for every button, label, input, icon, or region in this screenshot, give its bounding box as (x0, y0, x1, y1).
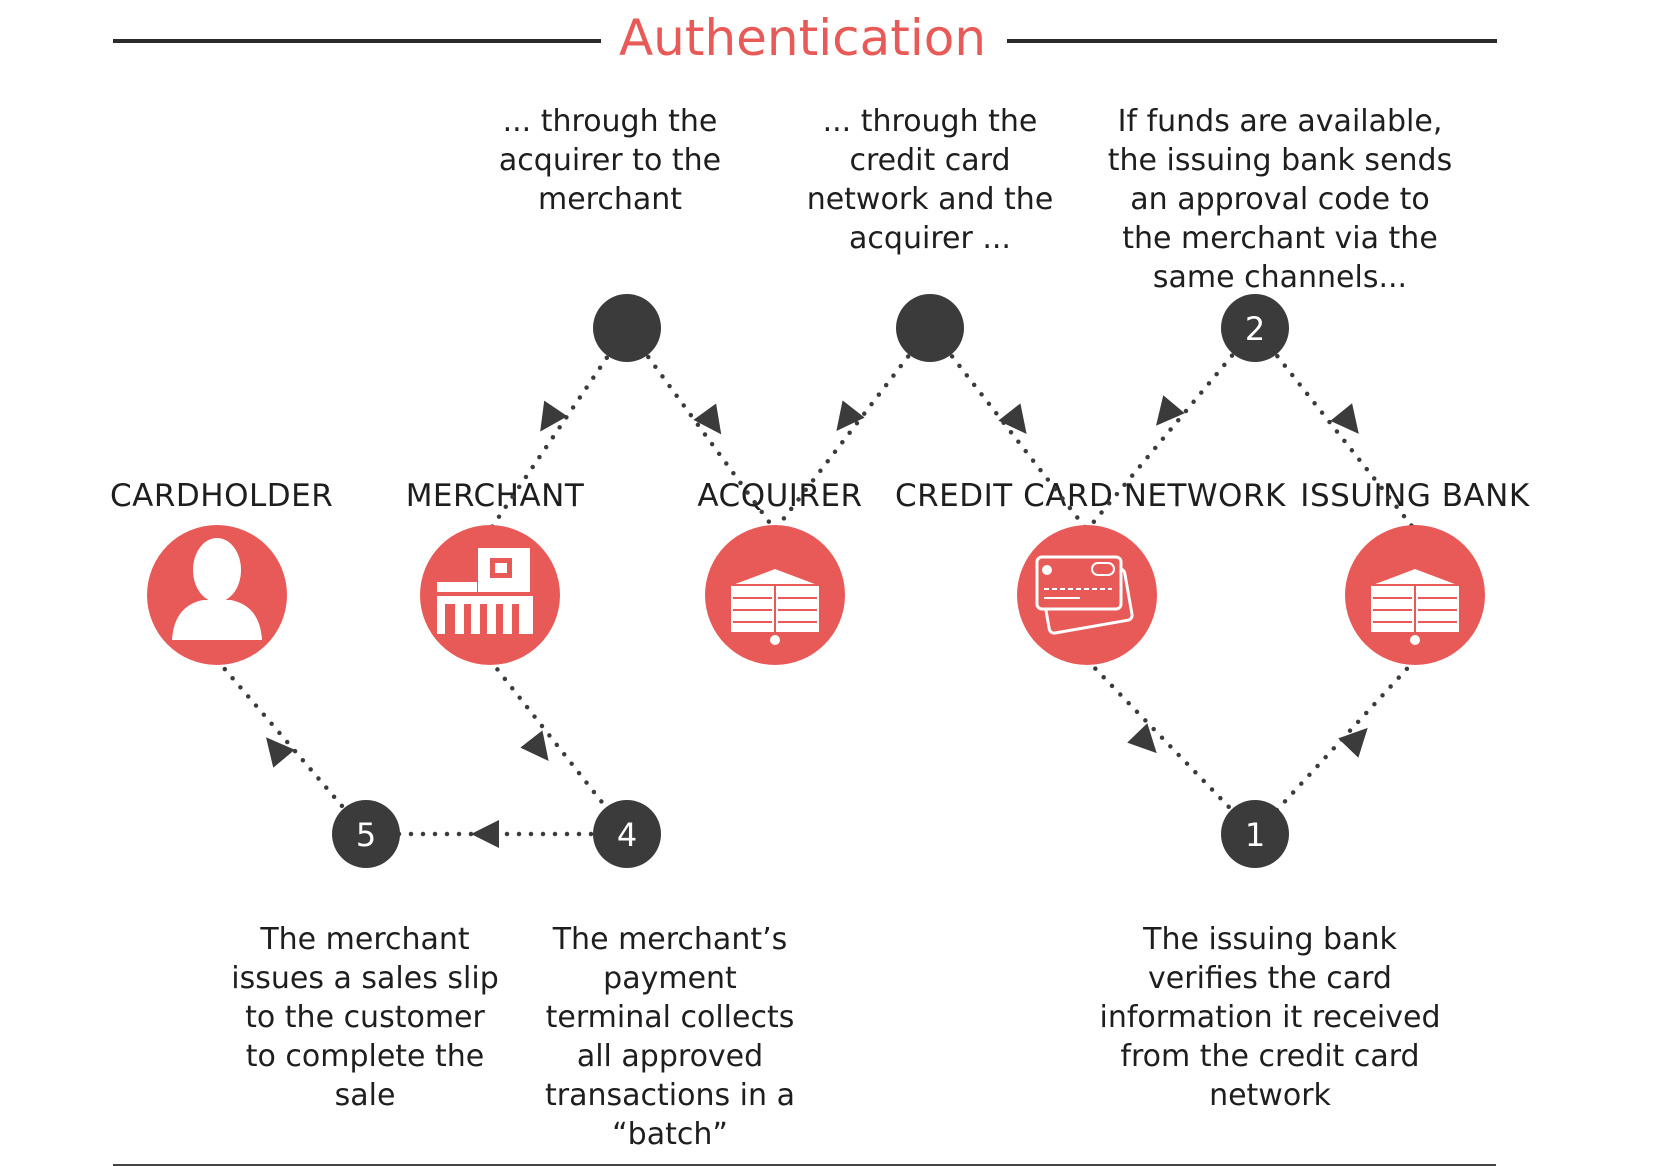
label-issuing-bank: ISSUING BANK (1300, 478, 1530, 514)
caption-step-network-to-acquirer: ... through the credit card network and … (806, 104, 1054, 256)
arrow-icon (540, 400, 568, 432)
title-rule-right (1007, 39, 1497, 43)
person-icon (172, 538, 262, 640)
arrow-icon (1338, 727, 1368, 758)
connector-step2-to-issuing-bank (1252, 325, 1418, 533)
credit-card-icon (1035, 555, 1134, 635)
step-number-4: 4 (617, 816, 637, 854)
label-acquirer: ACQUIRER (697, 478, 863, 514)
arrow-icon (998, 403, 1027, 435)
acquirer-node (705, 525, 845, 665)
step-node-2: 2 (1221, 294, 1289, 362)
diagram-title: Authentication (618, 9, 987, 67)
cardholder-node (147, 525, 287, 665)
step-node-4: 4 (593, 800, 661, 868)
step-number-1: 1 (1245, 816, 1265, 854)
connector-step2-to-network (1084, 325, 1258, 533)
merchant-node (420, 525, 560, 665)
step-node-acquirer-to-merchant (593, 294, 661, 362)
arrow-icon (1127, 723, 1157, 754)
arrow-icon (693, 403, 722, 435)
bank-servers-icon (1367, 566, 1463, 647)
arrow-icon (1330, 403, 1359, 434)
arrow-icon (836, 400, 865, 432)
bottom-rule (113, 1164, 1496, 1166)
connector-top2-to-acquirer (772, 325, 933, 533)
caption-step-1: The issuing bank verifies the card infor… (1099, 922, 1441, 1113)
issuing-bank-node (1345, 525, 1485, 665)
step-number-5: 5 (356, 816, 376, 854)
bank-servers-icon (727, 566, 823, 647)
caption-step-2: If funds are available, the issuing bank… (1107, 104, 1453, 295)
connector-top2-to-network (927, 325, 1090, 533)
step-node-1: 1 (1221, 800, 1289, 868)
store-icon (437, 548, 533, 634)
step-number-2: 2 (1245, 310, 1265, 348)
arrow-icon (520, 730, 549, 762)
connector-top-to-acquirer (624, 325, 778, 533)
connector-issuing-bank-to-step1 (1252, 657, 1418, 837)
title-rule-left (113, 39, 601, 43)
label-cardholder: CARDHOLDER (110, 478, 334, 514)
label-credit-card-network: CREDIT CARD NETWORK (895, 478, 1286, 514)
arrow-icon (1156, 395, 1185, 426)
caption-step-4: The merchant’s payment terminal collects… (545, 922, 795, 1152)
arrow-icon (471, 820, 499, 848)
credit-card-network-node (1017, 525, 1157, 665)
caption-step-5: The merchant issues a sales slip to the … (231, 922, 499, 1113)
step-node-network-to-acquirer (896, 294, 964, 362)
connector-cardholder-to-step5 (214, 657, 369, 837)
caption-step-acquirer-to-merchant: ... through the acquirer to the merchant (498, 104, 722, 217)
arrow-icon (266, 737, 295, 768)
connector-merchant-to-step4 (487, 657, 630, 837)
label-merchant: MERCHANT (405, 478, 585, 514)
connector-network-to-step1 (1084, 657, 1258, 837)
step-node-5: 5 (332, 800, 400, 868)
connector-top-to-merchant (487, 325, 630, 533)
